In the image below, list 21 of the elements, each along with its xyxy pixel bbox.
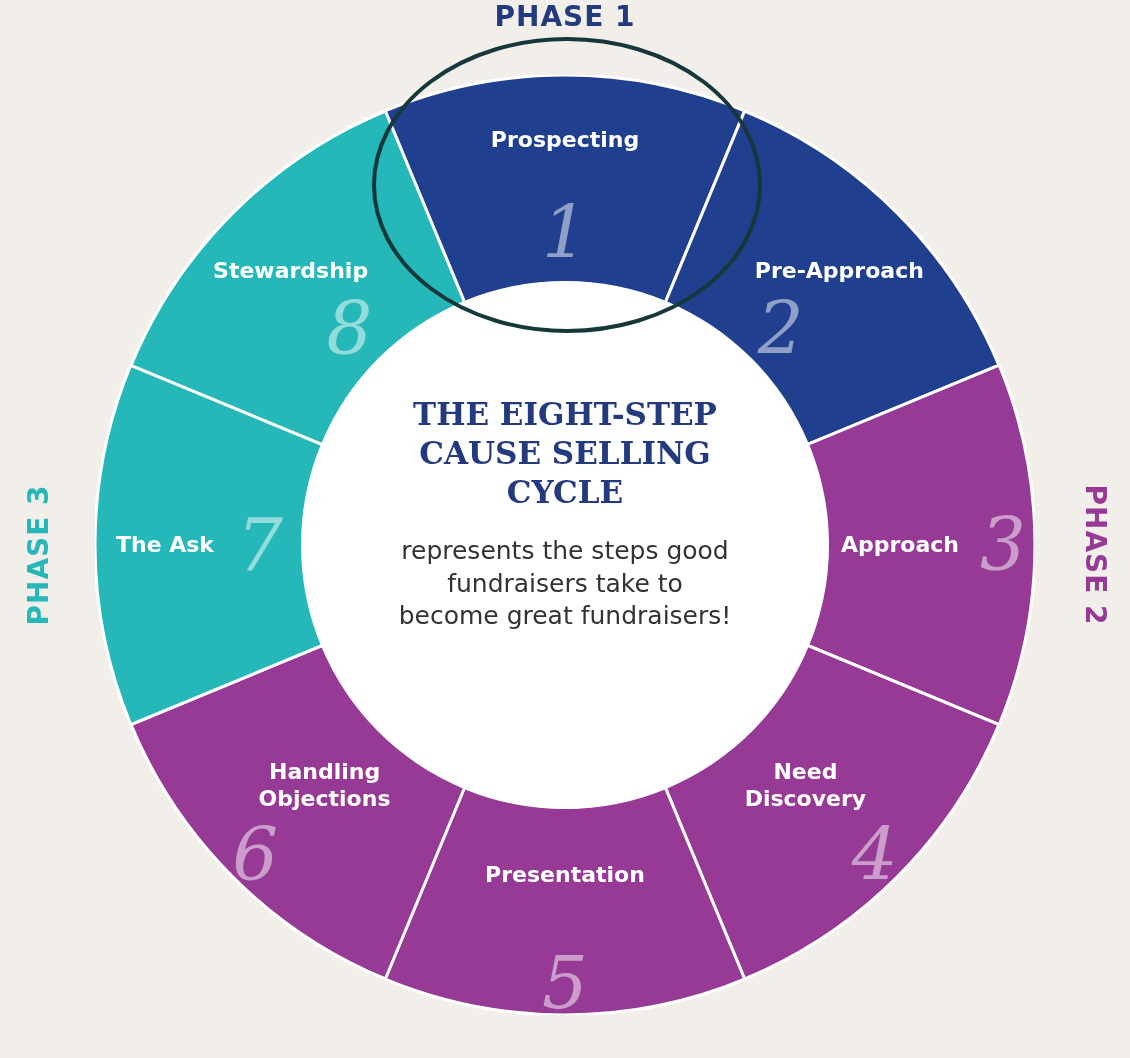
description-text: represents the steps good fundraisers take to become great fundraisers!	[397, 535, 733, 633]
step-label: Need Discovery	[743, 759, 868, 812]
step-numeral: 5	[542, 947, 588, 1019]
step-label: Presentation	[484, 861, 646, 889]
step-numeral: 8	[326, 293, 373, 366]
step-numeral: 4	[851, 818, 898, 891]
step-label: Handling Objections	[257, 759, 392, 812]
phase-label: PHASE 3	[21, 484, 55, 626]
phase-label: PHASE 1	[494, 0, 636, 33]
step-label: Pre-Approach	[753, 257, 925, 284]
step-label: Approach	[839, 531, 960, 559]
step-label: Prospecting	[489, 126, 641, 154]
step-numeral: 7	[237, 509, 283, 581]
cycle-title: THE EIGHT-STEP CAUSE SELLING CYCLE	[412, 395, 718, 512]
step-numeral: 2	[757, 293, 804, 366]
step-label: Stewardship	[212, 257, 370, 284]
step-numeral: 3	[980, 509, 1026, 581]
step-label: The Ask	[115, 531, 215, 559]
step-numeral: 6	[232, 818, 279, 891]
step-numeral: 1	[542, 197, 588, 269]
phase-label: PHASE 2	[1078, 484, 1112, 626]
